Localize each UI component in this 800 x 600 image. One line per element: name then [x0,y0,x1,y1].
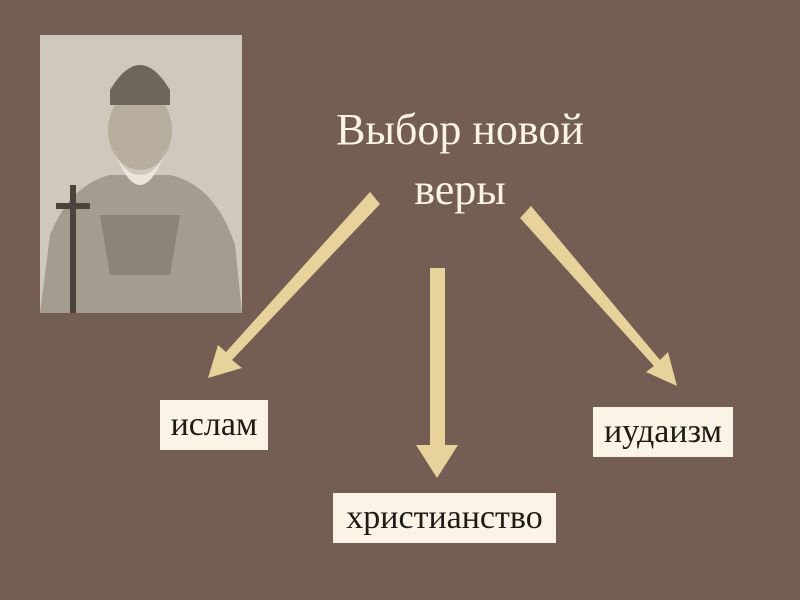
option-judaism: иудаизм [593,407,733,457]
portrait-engraving [40,35,242,313]
option-christianity: христианство [333,493,556,543]
option-label: христианство [346,499,543,536]
arrow-center [416,268,458,478]
option-islam: ислам [160,400,268,450]
slide-title: Выбор новой веры [290,100,630,220]
arrow-right [520,206,677,386]
title-line-2: веры [414,165,506,214]
title-line-1: Выбор новой [336,105,584,154]
option-label: иудаизм [603,413,723,450]
arrow-left [208,192,380,378]
option-label: ислам [170,406,258,443]
